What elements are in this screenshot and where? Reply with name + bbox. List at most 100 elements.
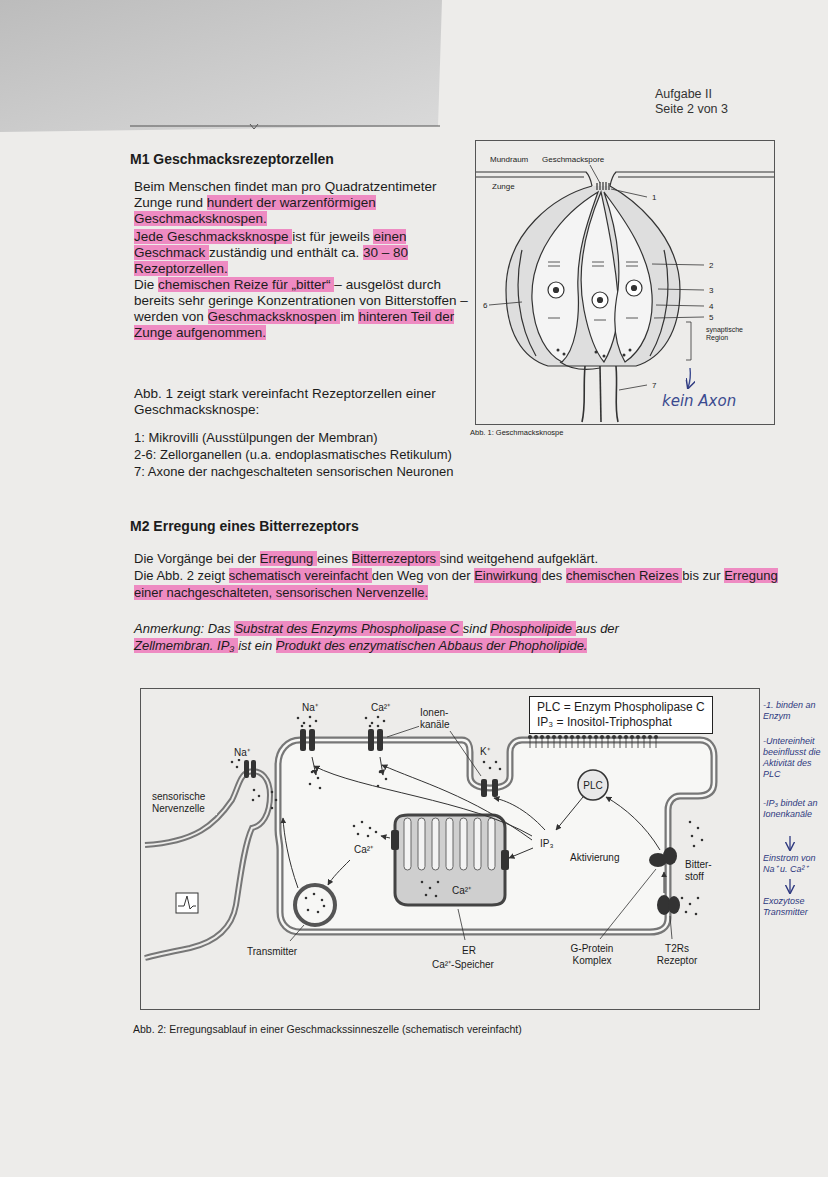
text-run: einen [373,229,406,244]
text-run: Quadratzentimeter [325,179,437,194]
text-run: sind [440,551,467,566]
text-run: Abb. [133,1023,158,1035]
text-run: rund [176,195,207,210]
ion-label: Na⁺ [301,701,319,714]
text-run: Abb. [470,428,488,437]
text-run: der [435,309,455,324]
text-run: Mundraum [490,155,528,164]
handwritten-note: -1. binden an Enzym [763,700,825,722]
text-run: Geschmacksknospen. [134,211,267,226]
text-run: von [697,102,721,116]
text-run: PLC [583,780,602,791]
text-run: Einstrom [763,853,801,863]
text-run: an [808,798,818,808]
text-run: Phospholipase [361,621,450,636]
text-run: von [801,853,816,863]
text-run: Ca²⁺ [371,702,390,713]
ion-label: Ca²⁺ [451,884,472,897]
list-item: 1: Mikrovilli (Ausstülpungen der Membran… [134,430,378,446]
text-run: T2Rs [665,943,689,954]
text-run: ER [462,945,476,956]
text-run: – [334,277,345,292]
text-run: sensorische [152,791,205,802]
text-run: Zellorganellen [160,447,245,462]
text-run: Ca²⁺-Speicher [432,959,494,970]
text-run: ausgelöst [346,277,408,292]
text-run: einer [134,585,167,600]
text-run: enzymatischen [349,638,439,653]
text-run: warzenförmigen [280,195,376,210]
text-run: Jede [134,229,167,244]
text-run: 2-6: [134,447,160,462]
key-text: IP₃ = Inositol-Triphosphat [537,715,672,730]
text-run: Enzym [763,711,791,721]
text-run: 3 [721,102,728,116]
text-run: Aktivierung [570,852,619,863]
text-run: Na⁺ [302,702,318,713]
text-run: aufgenommen. [176,325,266,340]
text-run: Beim [134,179,169,194]
text-run: Enzyms [311,621,361,636]
callout-number: 2 [708,261,714,271]
ion-label: Na⁺ [233,746,251,759]
text-run: Erregung [724,568,777,583]
text-run: Reize [234,277,272,292]
part-label: sensorische Nervenzelle [151,791,217,815]
text-run: findet [235,179,272,194]
text-run: für [310,229,330,244]
callout-number: 1 [651,193,657,203]
text-run: C [696,700,705,714]
text-run: Bitterrezeptors [259,518,359,534]
callout-number: 7 [651,381,657,391]
text-run: Nervenzelle. [356,585,428,600]
region-label: Mundraum [489,155,529,165]
part-label: Geschmackspore [541,155,605,165]
text-run: Bitterstoffen [385,293,461,308]
text-run: endoplasmatisches [275,447,390,462]
text-run: 1: [134,430,148,445]
text-run: Geschmacksrezeptorzellen [153,151,334,167]
text-run: der [188,464,210,479]
text-run: II [705,87,712,101]
text-run: Aktivität [763,758,797,768]
text-run: Geschmacksknospe [167,229,292,244]
text-run: Einwirkung [474,568,541,583]
text-run: Na⁺ [234,747,250,758]
text-run: aufgeklärt. [537,551,598,566]
text-run: zur [703,568,725,583]
text-run: Ionenkanäle [763,809,812,819]
text-run: Retikulum) [390,447,452,462]
text-run: -1. [763,700,776,710]
text-run: – [382,245,393,260]
handwritten-note: Einstrom von Na⁺ u. Ca²⁺ [763,853,825,875]
text-run: Geschmacksknospe: [134,402,259,417]
text-run: Geschmackssinneszelle [287,1023,403,1035]
ion-label: K⁺ [479,745,491,758]
text-run: Abb. [156,568,186,583]
text-run: Transmitter [763,907,808,917]
list-item: 2-6: Zellorganellen (u.a. endoplasmatisc… [134,447,452,463]
text-run: zeigt [177,386,209,401]
key-text: PLC = Enzym Phospholipase C [537,700,705,715]
text-run: Region [706,334,728,341]
text-run: Neuronen [396,464,453,479]
part-label: Ca²⁺-Speicher [431,958,495,971]
text-run: Zunge [134,195,176,210]
handwritten-note: -Untereinheit beeinflusst die Aktivität … [763,736,825,780]
text-run: Konzentrationen [257,293,359,308]
text-run: Die [134,568,156,583]
region-label: Zunge [491,182,516,192]
text-run: IP₃ [217,638,238,653]
text-run: M1 [130,151,153,167]
text-run: Komplex [573,955,612,966]
text-run: die [809,747,821,757]
figure-caption: Abb. 2: Erregungsablauf in einer Geschma… [133,1023,522,1036]
text-run: 7 [652,381,656,390]
text-run: Rezeptorzellen [312,386,406,401]
text-run: Geschmacksknospe [496,428,564,437]
handwritten-arrow [688,368,690,388]
text-run: Enzym [574,700,614,714]
part-label: Transmitter [246,945,298,958]
text-run: des [324,638,349,653]
part-label: ER [461,944,477,957]
